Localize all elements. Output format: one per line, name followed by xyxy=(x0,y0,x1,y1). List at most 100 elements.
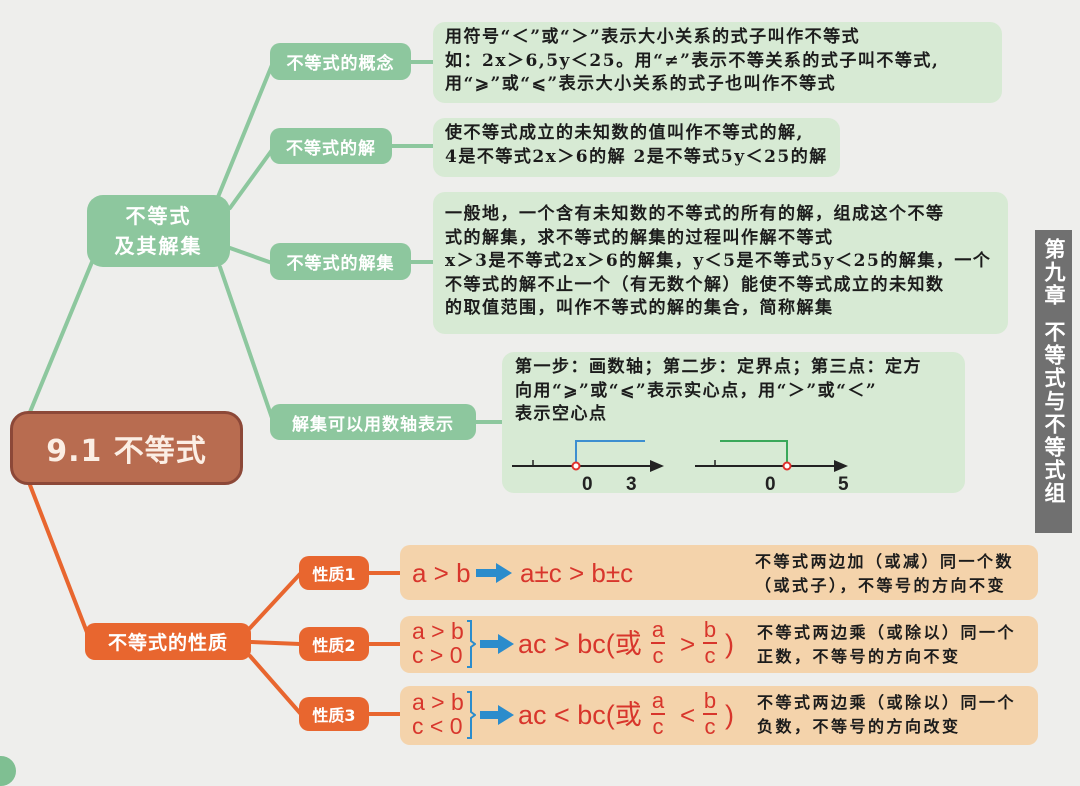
root-node: 9.1 不等式 xyxy=(10,411,243,485)
brace-icon xyxy=(467,691,476,739)
node-label: 不等式的解 xyxy=(286,138,376,159)
fraction-a-over-c: a c xyxy=(648,619,668,667)
branch-label-line: 及其解集 xyxy=(114,234,203,258)
formula-conditions: a > b c > 0 xyxy=(412,619,464,667)
node-label: 不等式的解集 xyxy=(286,254,395,274)
number-line-textbox: 第一步：画数轴；第二步：定界点；第三点：定方 向用“⩾”或“⩽”表示实心点，用“… xyxy=(502,352,965,493)
node-label: 性质2 xyxy=(312,636,356,655)
brace-icon xyxy=(467,620,476,668)
axis-label: 3 xyxy=(626,474,638,493)
axis-label: 5 xyxy=(838,474,850,493)
concept-textbox: 用符号“＜”或“＞”表示大小关系的式子叫作不等式 如：2x＞6,5y＜25。用“… xyxy=(433,22,1002,103)
axis-label: 0 xyxy=(582,474,594,493)
formula-lhs: a > b xyxy=(412,558,471,588)
formula-operator: < xyxy=(680,700,696,730)
axis-label: 0 xyxy=(765,474,777,493)
condition: a > b xyxy=(412,618,464,644)
chapter-title: 不等式与不等式组 xyxy=(1042,321,1066,505)
numerator: b xyxy=(703,617,717,642)
formula-rhs: a±c > b±c xyxy=(520,558,634,588)
axis-arrow-icon xyxy=(650,460,664,472)
node-label: 不等式的性质 xyxy=(107,632,228,654)
numerator: b xyxy=(703,688,717,713)
solution-textbox: 使不等式成立的未知数的值叫作不等式的解, 4是不等式2x＞6的解 2是不等式5y… xyxy=(433,118,840,177)
text-line: 表示空心点 xyxy=(515,404,608,424)
text-line: x＞3是不等式2x＞6的解集，y＜5是不等式5y＜25的解集，一个 xyxy=(445,251,992,271)
node-label: 性质1 xyxy=(312,565,356,584)
description-line: 负数，不等号的方向改变 xyxy=(757,717,961,736)
hollow-point-icon xyxy=(571,461,581,471)
text-line: 使不等式成立的未知数的值叫作不等式的解, xyxy=(445,123,804,143)
description-line: 正数，不等号的方向不变 xyxy=(757,647,961,666)
arrow-right-icon xyxy=(476,563,512,583)
mindmap-connectors xyxy=(28,60,504,716)
formula-result: ac < bc(或 xyxy=(518,700,642,730)
denominator: c xyxy=(704,642,716,668)
green-connectors xyxy=(28,60,504,424)
solution-bracket xyxy=(720,440,788,466)
denominator: c xyxy=(652,642,664,668)
text-line: 一般地，一个含有未知数的不等式的所有的解，组成这个不等 xyxy=(445,204,945,224)
description-line: 不等式两边乘（或除以）同一个 xyxy=(757,623,1017,642)
node-property-2: 性质2 xyxy=(299,627,369,661)
denominator: c xyxy=(652,713,664,739)
fraction-b-over-c: b c xyxy=(700,690,720,738)
text-line: 用“⩾”或“⩽”表示大小关系的式子也叫作不等式 xyxy=(445,74,837,94)
description-line: 不等式两边乘（或除以）同一个 xyxy=(757,693,1017,712)
denominator: c xyxy=(704,713,716,739)
axis-arrow-icon xyxy=(834,460,848,472)
text-line: 的取值范围，叫作不等式的解的集合，简称解集 xyxy=(445,298,834,318)
condition: c > 0 xyxy=(412,642,463,668)
solution-set-textbox: 一般地，一个含有未知数的不等式的所有的解，组成这个不等 式的解集，求不等式的解集… xyxy=(433,192,1008,334)
node-property-3: 性质3 xyxy=(299,697,369,731)
number-line-diagrams: 0 3 0 5 xyxy=(512,440,850,493)
condition: c < 0 xyxy=(412,713,463,739)
node-label: 性质3 xyxy=(312,706,356,725)
formula-operator: > xyxy=(680,629,696,659)
numerator: a xyxy=(651,688,665,713)
text-line: 如：2x＞6,5y＜25。用“≠”表示不等关系的式子叫不等式, xyxy=(445,50,940,71)
property-1-box: a > b a±c > b±c 不等式两边加（或减）同一个数 （或式子），不等号… xyxy=(400,545,1038,600)
branch-label-line: 不等式 xyxy=(125,204,192,228)
property-description: 不等式两边乘（或除以）同一个 负数，不等号的方向改变 xyxy=(757,691,1016,739)
number-line-1: 0 3 xyxy=(512,440,664,493)
text-line: 向用“⩾”或“⩽”表示实心点，用“＞”或“＜” xyxy=(515,380,878,401)
arrow-right-icon xyxy=(480,634,514,654)
node-solution-set: 不等式的解集 xyxy=(270,243,411,280)
property-description: 不等式两边加（或减）同一个数 （或式子），不等号的方向不变 xyxy=(755,550,1014,598)
description-line: 不等式两边加（或减）同一个数 xyxy=(755,552,1015,571)
property-2-box: a > b c > 0 ac > bc(或 a c > b c ) 不等式两边乘… xyxy=(400,616,1038,673)
text-line: 用符号“＜”或“＞”表示大小关系的式子叫作不等式 xyxy=(445,27,861,47)
solution-bracket xyxy=(575,440,645,466)
text-line: 式的解集，求不等式的解集的过程叫作解不等式 xyxy=(445,227,834,248)
chapter-sidebar: 第九章 不等式与不等式组 xyxy=(1035,230,1072,533)
formula-conditions: a > b c < 0 xyxy=(412,690,464,738)
description-line: （或式子），不等号的方向不变 xyxy=(755,576,1007,595)
condition: a > b xyxy=(412,689,464,715)
branch-properties: 不等式的性质 xyxy=(85,623,251,660)
node-label: 解集可以用数轴表示 xyxy=(292,414,454,435)
branch-inequality-solution-set: 不等式 及其解集 xyxy=(87,195,230,267)
orange-connectors xyxy=(28,483,402,716)
fraction-a-over-c: a c xyxy=(648,690,668,738)
arrow-right-icon xyxy=(480,705,514,725)
root-label: 9.1 不等式 xyxy=(46,434,207,469)
formula-suffix: ) xyxy=(725,700,734,730)
node-concept: 不等式的概念 xyxy=(270,43,411,80)
node-property-1: 性质1 xyxy=(299,556,369,590)
numerator: a xyxy=(651,617,665,642)
fraction-b-over-c: b c xyxy=(700,619,720,667)
property-description: 不等式两边乘（或除以）同一个 正数，不等号的方向不变 xyxy=(757,621,1016,669)
formula-result: ac > bc(或 xyxy=(518,629,642,659)
chapter-number: 第九章 xyxy=(1042,238,1066,307)
text-line: 不等式的解不止一个（有无数个解）能使不等式成立的未知数 xyxy=(445,274,945,295)
node-number-line: 解集可以用数轴表示 xyxy=(270,404,476,440)
number-line-2: 0 5 xyxy=(695,440,850,493)
hollow-point-icon xyxy=(782,461,792,471)
node-solution: 不等式的解 xyxy=(270,128,392,164)
property-3-box: a > b c < 0 ac < bc(或 a c < b c ) 不等式两边乘… xyxy=(400,686,1038,745)
formula-suffix: ) xyxy=(725,629,734,659)
node-label: 不等式的概念 xyxy=(286,54,395,74)
text-line: 第一步：画数轴；第二步：定界点；第三点：定方 xyxy=(515,357,922,377)
text-line: 4是不等式2x＞6的解 2是不等式5y＜25的解 xyxy=(445,146,828,167)
